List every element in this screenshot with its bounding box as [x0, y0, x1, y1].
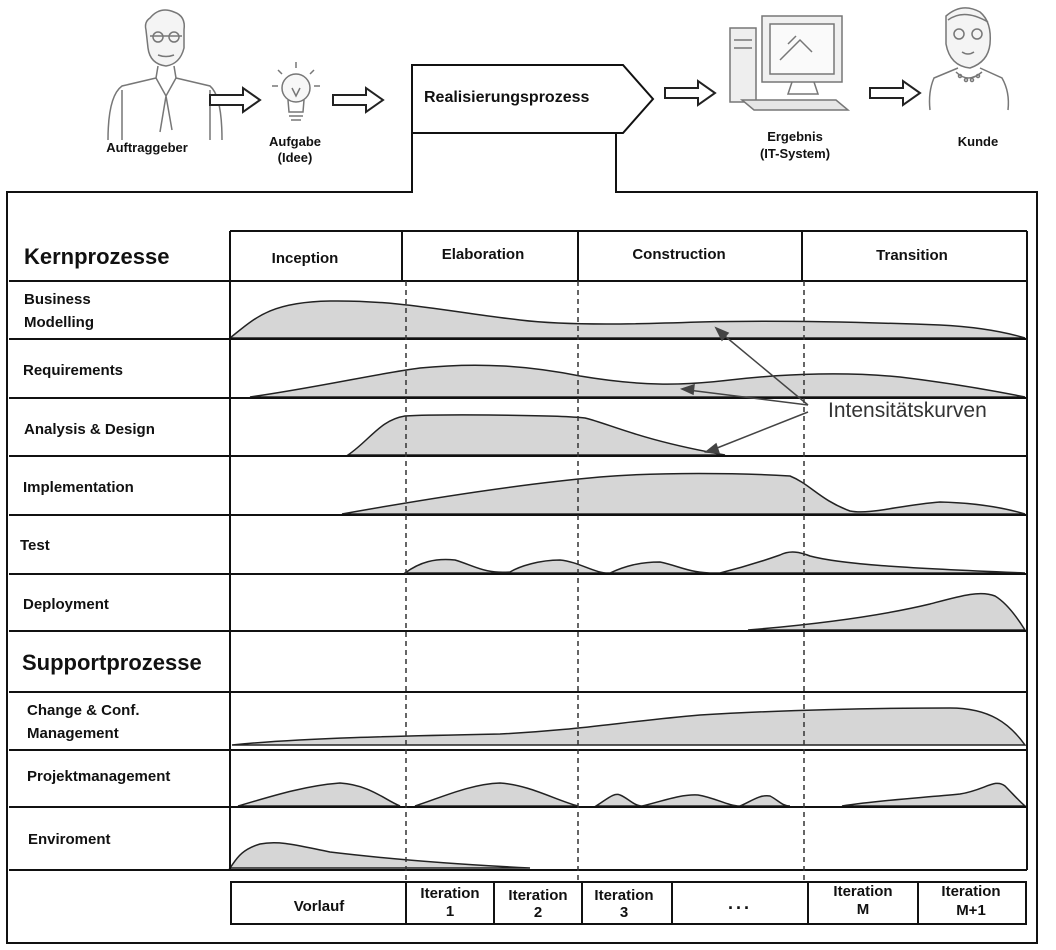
- row-enviroment: Enviroment: [28, 831, 111, 848]
- iteration-2-number: 2: [533, 904, 543, 921]
- phase-construction: Construction: [632, 246, 726, 263]
- curve-analysis-design: [345, 414, 726, 456]
- flow-arrows: [209, 79, 922, 114]
- iteration-3-title: Iteration: [594, 887, 654, 904]
- phase-inception: Inception: [271, 250, 339, 267]
- customer-person-icon: [928, 7, 1010, 111]
- row-implementation: Implementation: [23, 479, 134, 496]
- flow-arrow-4: [869, 79, 922, 107]
- flow-arrow-3: [664, 79, 717, 107]
- intensity-curves-annotation: Intensitätskurven: [828, 399, 987, 422]
- phase-boundary-lines: [405, 281, 805, 882]
- row-analysis-design: Analysis & Design: [24, 421, 155, 438]
- row-projektmanagement: Projektmanagement: [27, 768, 171, 785]
- row-requirements: Requirements: [23, 362, 124, 379]
- curve-projektmanagement-3: [593, 793, 791, 807]
- curve-enviroment: [228, 841, 531, 869]
- customer-label: Kunde: [957, 134, 999, 149]
- curve-projektmanagement-1: [237, 782, 401, 807]
- curve-deployment: [747, 592, 1027, 631]
- iteration-m-number: M: [856, 901, 870, 918]
- flow-arrow-2: [332, 86, 385, 114]
- curve-projektmanagement-4: [841, 782, 1028, 807]
- task-sublabel: (Idee): [277, 150, 313, 165]
- iteration-bar: [230, 881, 1027, 925]
- curve-projektmanagement-2: [414, 782, 579, 807]
- iteration-1-title: Iteration: [420, 885, 480, 902]
- iteration-ellipsis: ...: [727, 893, 752, 913]
- iteration-m-title: Iteration: [833, 883, 893, 900]
- row-business-modelling-line2: Modelling: [24, 314, 94, 331]
- row-change-management-line1: Change & Conf.: [27, 702, 140, 719]
- iteration-vorlauf: Vorlauf: [293, 898, 345, 915]
- result-sublabel: (IT-System): [759, 146, 831, 161]
- curve-change-management: [231, 707, 1027, 746]
- client-person-icon: [107, 9, 223, 141]
- result-label: Ergebnis: [767, 129, 823, 144]
- process-frame: [6, 64, 1038, 944]
- curve-business-modelling: [227, 300, 1026, 339]
- annotation-arrows: [679, 326, 809, 454]
- iteration-1-number: 1: [445, 903, 455, 920]
- core-processes-heading: Kernprozesse: [24, 244, 170, 269]
- iteration-2-title: Iteration: [508, 887, 568, 904]
- realisierungsprozess-label: Realisierungsprozess: [424, 89, 590, 106]
- iteration-3-number: 3: [619, 904, 629, 921]
- curve-test: [402, 551, 1026, 574]
- row-test: Test: [20, 537, 50, 554]
- realisierungsprozess-box: [6, 64, 1038, 944]
- phase-transition: Transition: [876, 247, 948, 264]
- row-change-management-line2: Management: [27, 725, 119, 742]
- idea-lightbulb-icon: [272, 62, 320, 121]
- task-label: Aufgabe: [269, 134, 321, 149]
- intensity-curves: [227, 300, 1028, 869]
- computer-icon: [729, 15, 851, 111]
- flow-arrow-1: [209, 86, 262, 114]
- process-grid: [9, 230, 1028, 871]
- iteration-m1-title: Iteration: [941, 883, 1001, 900]
- iteration-m1-number: M+1: [956, 902, 986, 919]
- row-deployment: Deployment: [23, 596, 109, 613]
- curve-requirements: [249, 364, 1026, 398]
- curve-implementation: [341, 472, 1026, 515]
- row-business-modelling-line1: Business: [24, 291, 91, 308]
- client-label: Auftraggeber: [106, 140, 188, 155]
- support-processes-heading: Supportprozesse: [22, 650, 202, 675]
- phase-elaboration: Elaboration: [441, 246, 525, 263]
